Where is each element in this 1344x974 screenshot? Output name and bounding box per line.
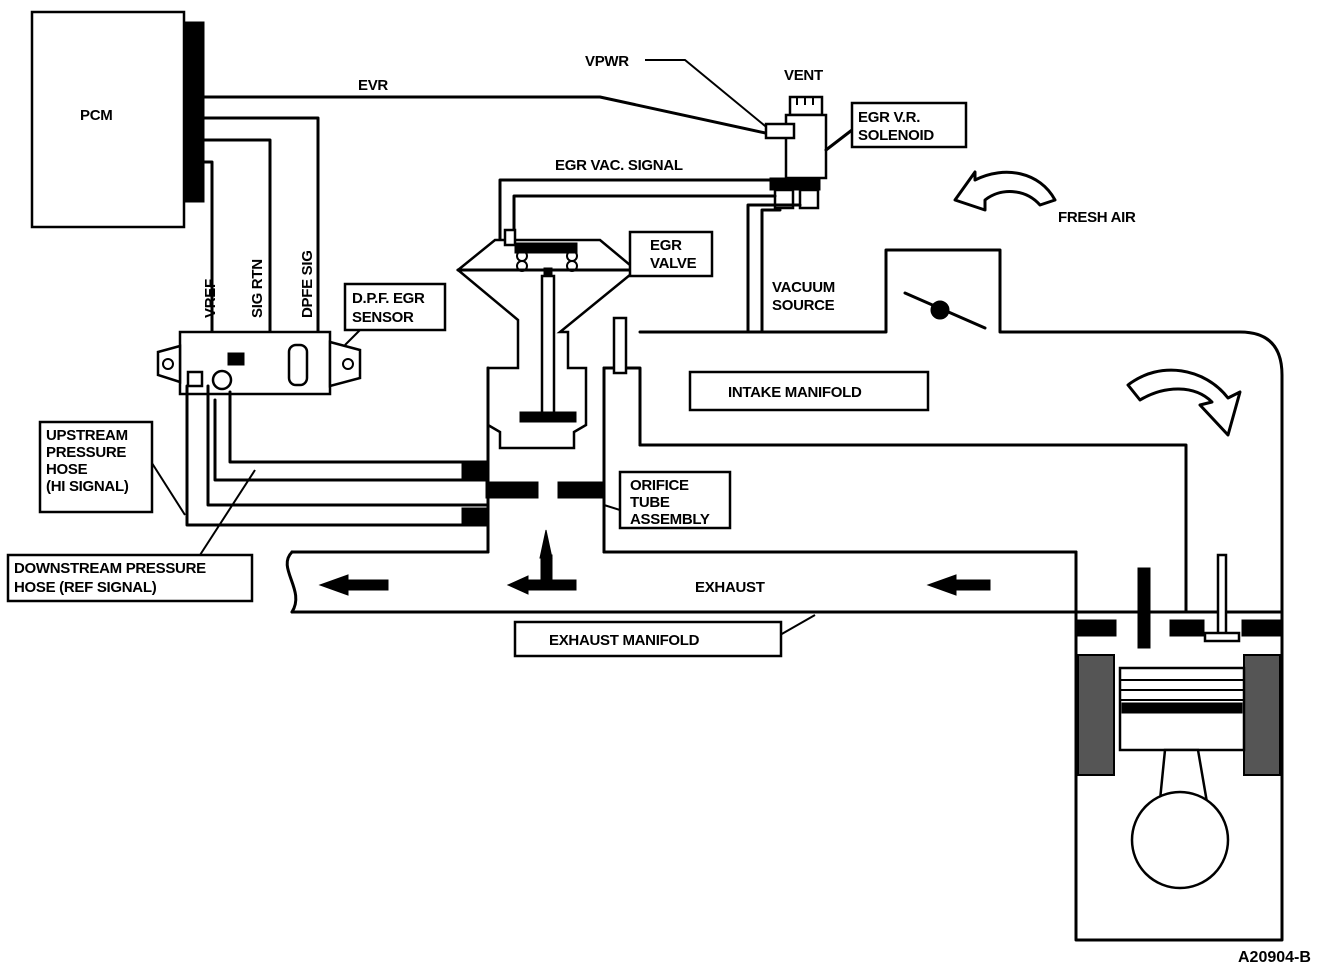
dpf-egr-sensor: VREF SIG RTN DPFE SIG D.P.F. EGR SENSOR xyxy=(156,250,447,396)
exhaust-label: EXHAUST xyxy=(695,579,765,596)
fresh-air-label: FRESH AIR xyxy=(1058,209,1136,226)
egr-vr-solenoid-label-2: SOLENOID xyxy=(858,127,934,144)
fresh-air-arrow-icon: FRESH AIR xyxy=(953,170,1136,226)
dpf-egr-sensor-label-1: D.P.F. EGR xyxy=(352,290,425,307)
upstream-label-1: UPSTREAM xyxy=(46,427,128,444)
vacuum-hoses: EGR VAC. SIGNAL VACUUM SOURCE xyxy=(498,157,835,332)
downstream-label-2: HOSE (REF SIGNAL) xyxy=(14,579,157,596)
dpfe-sig-label: DPFE SIG xyxy=(299,250,316,318)
orifice-label-3: ASSEMBLY xyxy=(630,511,710,528)
egr-vr-solenoid: VPWR VENT EGR V.R. SOLENOID xyxy=(585,53,968,210)
exhaust-manifold: EXHAUST EXHAUST MANIFOLD xyxy=(285,529,1284,658)
exhaust-manifold-label: EXHAUST MANIFOLD xyxy=(549,632,700,649)
vpwr-label: VPWR xyxy=(585,53,629,70)
egr-valve-label-1: EGR xyxy=(650,237,682,254)
pcm-module: PCM xyxy=(30,10,205,229)
sig-rtn-label: SIG RTN xyxy=(249,259,266,318)
pressure-hoses: UPSTREAM PRESSURE HOSE (HI SIGNAL) DOWNS… xyxy=(6,384,490,603)
intake-manifold-label: INTAKE MANIFOLD xyxy=(728,384,862,401)
intake-manifold: INTAKE MANIFOLD xyxy=(638,248,1284,614)
intake-flow-arrow-icon xyxy=(1126,368,1242,437)
downstream-label-1: DOWNSTREAM PRESSURE xyxy=(14,560,206,577)
upstream-label-3: HOSE xyxy=(46,461,88,478)
vacuum-source-label-1: VACUUM xyxy=(772,279,835,296)
vacuum-source-label-2: SOURCE xyxy=(772,297,835,314)
evr-label: EVR xyxy=(358,77,388,94)
vent-label: VENT xyxy=(784,67,823,84)
orifice-label-1: ORIFICE xyxy=(630,477,689,494)
pcm-label: PCM xyxy=(80,107,112,124)
upstream-label-4: (HI SIGNAL) xyxy=(46,478,129,495)
egr-vac-signal-label: EGR VAC. SIGNAL xyxy=(555,157,683,174)
engine-cylinder xyxy=(1074,550,1284,942)
pcm-wiring: EVR xyxy=(202,77,772,367)
dpf-egr-sensor-label-2: SENSOR xyxy=(352,309,414,326)
figure-id-label: A20904-B xyxy=(1238,949,1311,966)
orifice-label-2: TUBE xyxy=(630,494,670,511)
orifice-tube-assembly: ORIFICE TUBE ASSEMBLY xyxy=(485,470,732,530)
upstream-label-2: PRESSURE xyxy=(46,444,126,461)
egr-valve-label-2: VALVE xyxy=(650,255,697,272)
vref-label: VREF xyxy=(202,279,219,318)
egr-vr-solenoid-label-1: EGR V.R. xyxy=(858,109,920,126)
